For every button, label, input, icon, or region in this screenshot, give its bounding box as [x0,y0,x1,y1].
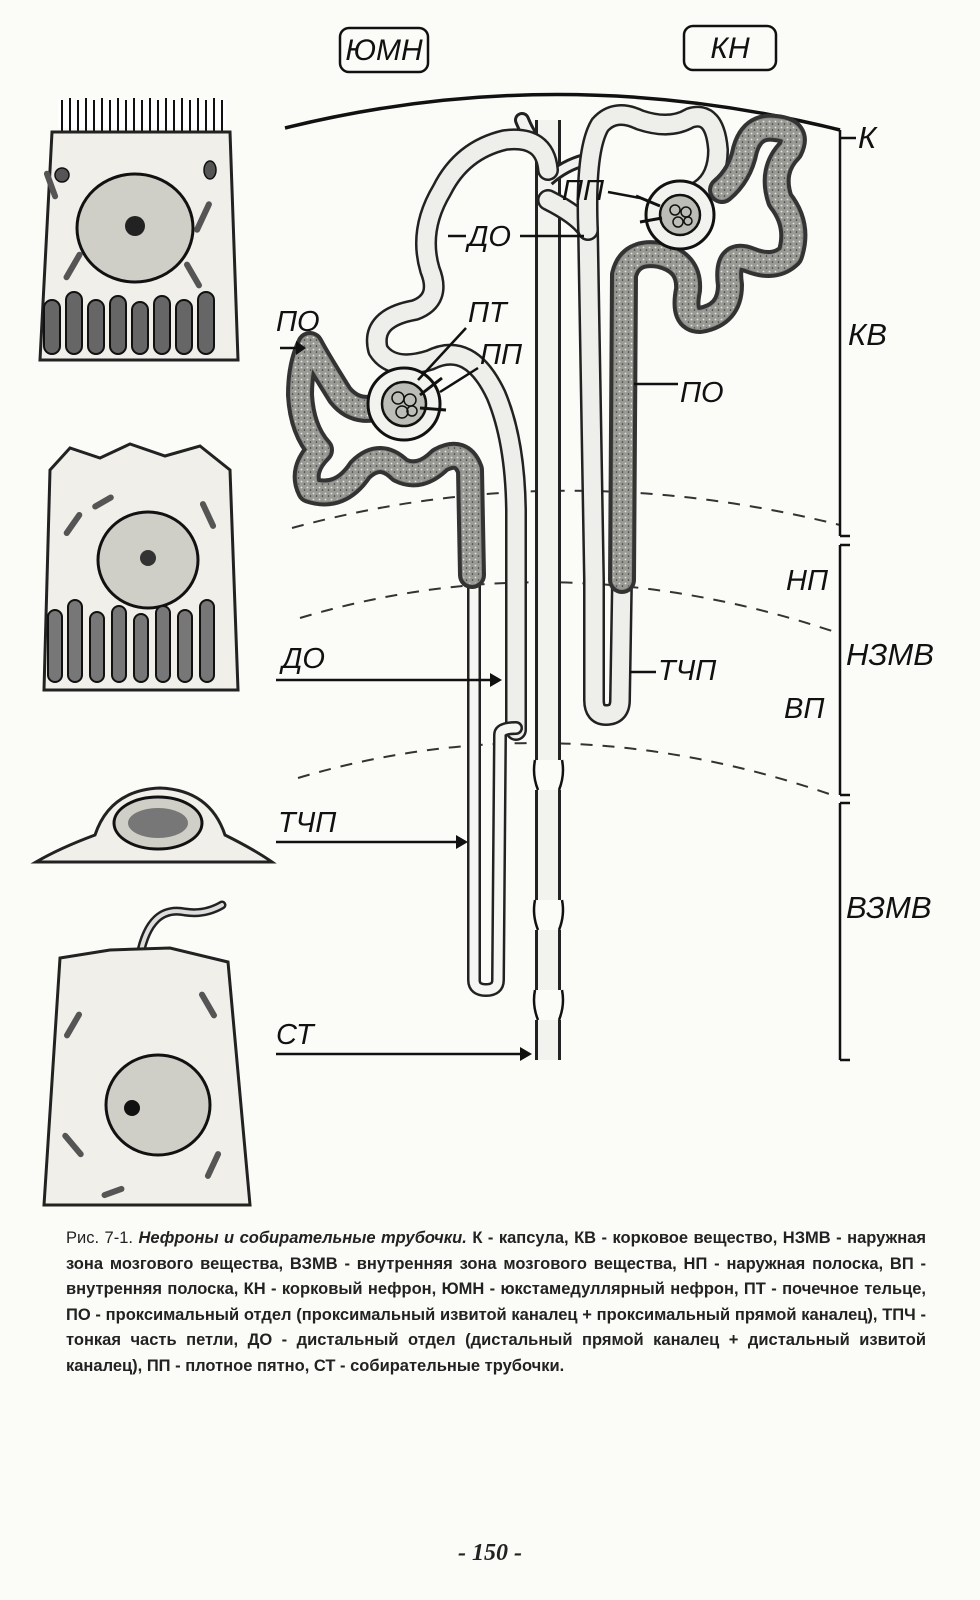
label-tchp-left: ТЧП [278,807,337,839]
label-do-top: ДО [465,221,511,253]
zone-label-nzmv: НЗМВ [846,637,934,672]
caption-title: Нефроны и собирательные трубочки. [138,1229,467,1247]
zone-label-np: НП [786,565,829,597]
label-kn-box: КН [682,24,778,72]
label-po-right: ПО [680,377,724,409]
caption-number: Рис. 7-1. [66,1229,133,1247]
cell-illustration-collecting-duct [42,900,252,1207]
caption-text: К - капсула, КВ - корковое вещество, НЗМ… [66,1229,926,1375]
nephron-diagram: ЮМН КН К КВ НП НЗМВ ВП ВЗМВ ПО ДО ТЧП СТ… [30,24,934,1207]
label-pp-top: ПП [562,175,605,207]
figure-caption: Рис. 7-1. Нефроны и собирательные трубоч… [66,1226,926,1379]
cell-illustration-thin-limb [30,786,277,864]
boundary-outer-inner-medulla [297,742,836,797]
cell-illustration-distal [42,442,240,692]
label-jmn-box: ЮМН [338,26,430,74]
arrow-tchp [276,835,468,849]
label-pt: ПТ [468,297,509,329]
capsule-line [284,92,841,132]
arrow-st [276,1047,532,1061]
boundary-outer-inner-stripe [299,581,836,633]
label-jmn: ЮМН [345,34,423,67]
label-tchp-right: ТЧП [658,655,717,687]
label-st-left: СТ [276,1019,316,1051]
cell-illustration-proximal [38,98,240,362]
arrow-do [276,673,502,687]
label-po-left: ПО [276,306,320,338]
arrow-po [280,341,306,355]
cortical-nephron [537,104,808,726]
zone-label-vzmv: ВЗМВ [846,890,932,925]
zone-label-kv: КВ [848,317,887,352]
boundary-cortex-outer-stripe [291,489,841,529]
zone-bracket [838,130,856,1062]
page-number: - 150 - [458,1540,522,1566]
zone-label-k: К [858,120,878,155]
zone-label-vp: ВП [784,693,825,725]
label-kn: КН [710,32,750,65]
collecting-duct [514,112,587,1060]
label-pp-mid: ПП [480,339,523,371]
juxtamedullary-nephron [286,128,559,997]
label-do-left: ДО [279,643,325,675]
